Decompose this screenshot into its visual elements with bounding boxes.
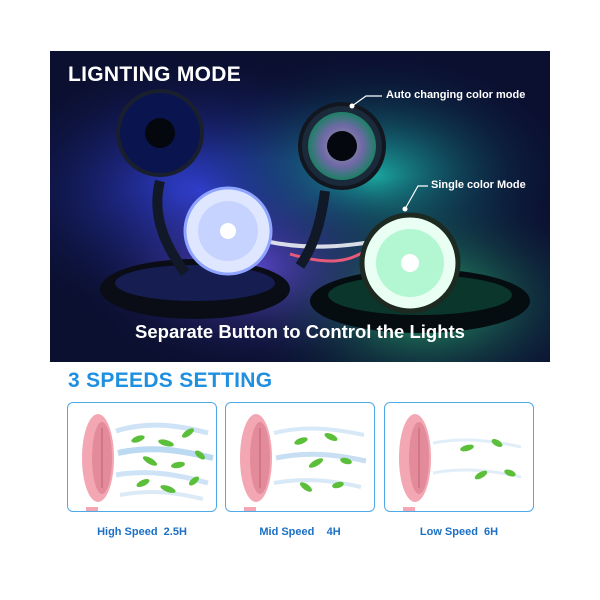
fan-icon xyxy=(298,102,386,190)
lighting-scene-illustration xyxy=(50,51,550,362)
leaf-icon xyxy=(460,439,516,480)
low-speed-label: Low Speed 6H xyxy=(419,526,499,538)
lights-button-caption: Separate Button to Control the Lights xyxy=(135,321,465,342)
fan-icon xyxy=(399,414,431,511)
leaf-icon xyxy=(131,428,205,493)
single-color-mode-callout: Single color Mode xyxy=(431,179,526,191)
auto-color-mode-callout: Auto changing color mode xyxy=(386,89,526,101)
lighting-mode-panel: LIGNTING MODE Auto changing color mode S… xyxy=(50,51,550,362)
speed-card-high xyxy=(67,402,217,512)
fan-icon xyxy=(183,186,273,276)
leaf-icon xyxy=(294,432,352,492)
low-speed-illustration xyxy=(399,414,522,511)
fan-icon xyxy=(240,414,272,511)
speed-card-mid xyxy=(225,402,375,512)
fan-icon xyxy=(82,414,114,511)
speeds-section-title: 3 SPEEDS SETTING xyxy=(68,369,273,392)
mid-speed-label: Mid Speed 4H xyxy=(259,526,341,538)
high-speed-label: High Speed 2.5H xyxy=(97,526,187,538)
fan-icon xyxy=(359,212,461,314)
mid-speed-illustration xyxy=(240,414,367,511)
lighting-mode-title: LIGNTING MODE xyxy=(68,63,242,86)
fan-icon xyxy=(116,89,204,177)
speed-card-low xyxy=(384,402,534,512)
wind-icon xyxy=(273,426,367,489)
high-speed-illustration xyxy=(82,414,214,511)
